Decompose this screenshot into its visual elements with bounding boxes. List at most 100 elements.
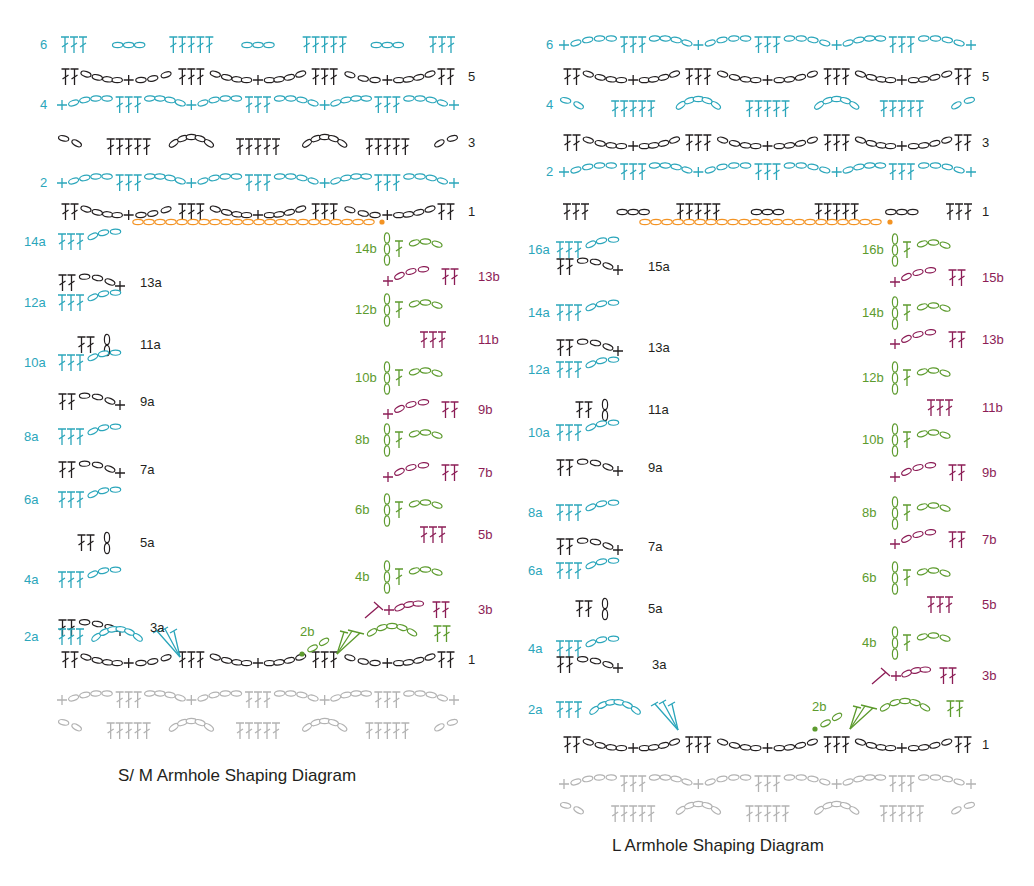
chain-stitch [849, 100, 860, 110]
stitch-symbol [107, 139, 115, 155]
stitch-symbol [782, 806, 790, 822]
stitch-symbol [613, 545, 623, 555]
chain-stitch [602, 262, 614, 271]
chain-stitch [79, 174, 90, 181]
chain-stitch [939, 634, 951, 643]
stitch-symbol [263, 692, 271, 708]
stitch-symbol [956, 701, 964, 717]
chain-stitch [382, 42, 392, 47]
stitch-symbol [565, 563, 573, 579]
stitch-symbol [964, 737, 972, 753]
chain-stitch [919, 702, 931, 712]
stitch-symbol [321, 204, 329, 220]
chain-stitch [695, 219, 705, 224]
stitch-symbol [824, 204, 832, 220]
row-number: 7a [140, 462, 154, 478]
stitch-symbol [889, 101, 897, 117]
chain-stitch [409, 300, 420, 308]
stitch-symbol [337, 630, 356, 654]
row-number: 3a [150, 620, 164, 636]
chain-stitch [681, 166, 693, 174]
row-number: 6 [546, 37, 553, 53]
stitch-symbol [134, 723, 142, 739]
chain-stitch [155, 690, 166, 696]
chain-stitch [819, 166, 830, 174]
stitch-symbol [880, 806, 888, 822]
chain-stitch [221, 74, 232, 81]
stitch-symbol [58, 629, 66, 645]
stitch-symbol [566, 460, 574, 476]
stitch-symbol [620, 164, 628, 180]
chain-stitch [729, 74, 740, 81]
stitch-symbol [685, 204, 693, 220]
chain-stitch [842, 778, 854, 786]
stitch-symbol [382, 75, 392, 85]
chain-stitch [673, 219, 683, 224]
chain-stitch [784, 142, 795, 148]
stitch-symbol [565, 425, 573, 441]
stitch-symbol [628, 141, 638, 151]
stitch-symbol [178, 37, 186, 53]
chain-stitch [264, 660, 274, 665]
chain-stitch [739, 219, 749, 224]
chain-stitch [91, 95, 102, 101]
stitch-symbol [263, 175, 271, 191]
chain-stitch [866, 74, 877, 82]
chain-stitch [404, 173, 415, 179]
chain-stitch [939, 504, 951, 513]
chain-stitch [889, 699, 900, 707]
chain-stitch [80, 205, 92, 213]
chain-stitch [577, 258, 587, 263]
stitch-symbol [824, 135, 832, 151]
start-dot [812, 726, 817, 731]
chain-stitch [394, 404, 406, 413]
chain-stitch [860, 219, 870, 224]
stitch-symbol [955, 737, 963, 753]
stitch-symbol [374, 97, 382, 113]
chain-stitch [102, 211, 113, 218]
stitch-symbol [434, 626, 442, 642]
chain-stitch [649, 162, 660, 168]
chain-stitch [102, 690, 113, 696]
stitch-symbol [76, 295, 84, 311]
chain-stitch [849, 219, 859, 224]
stitch-symbol [755, 776, 763, 792]
stitch-symbol [125, 175, 133, 191]
chain-stitch [174, 694, 186, 702]
stitch-symbol [574, 563, 582, 579]
stitch-symbol [321, 652, 329, 668]
stitch-symbol [966, 40, 976, 50]
stitch-symbol [87, 337, 95, 353]
stitch-symbol [964, 135, 972, 151]
stitch-symbol [59, 462, 67, 478]
stitch-symbol [764, 101, 772, 117]
chain-stitch [420, 430, 431, 436]
stitch-symbol [395, 569, 403, 585]
chain-stitch [917, 503, 928, 511]
chain-stitch [232, 211, 243, 218]
chain-stitch [864, 774, 875, 780]
chain-stitch [284, 74, 295, 81]
stitch-symbol [58, 295, 66, 311]
chain-stitch [220, 690, 231, 696]
chain-stitch [104, 465, 116, 474]
chain-stitch [582, 775, 593, 782]
chain-stitch [147, 75, 158, 82]
stitch-symbol [966, 167, 976, 177]
chain-stitch [912, 269, 923, 277]
chain-stitch [918, 775, 929, 781]
stitch-symbol [572, 204, 580, 220]
chain-stitch [794, 219, 804, 224]
row-number: 1 [468, 204, 475, 220]
chain-stitch [716, 36, 727, 43]
stitch-symbol [62, 69, 70, 85]
chain-stitch [928, 503, 939, 509]
chain-stitch [134, 42, 144, 47]
stitch-symbol [897, 743, 907, 753]
stitch-symbol [59, 394, 67, 410]
stitch-symbol [958, 465, 966, 481]
start-dot [379, 219, 384, 224]
chain-stitch [784, 744, 795, 750]
stitch-symbol [392, 139, 400, 155]
stitch-symbol [392, 692, 400, 708]
